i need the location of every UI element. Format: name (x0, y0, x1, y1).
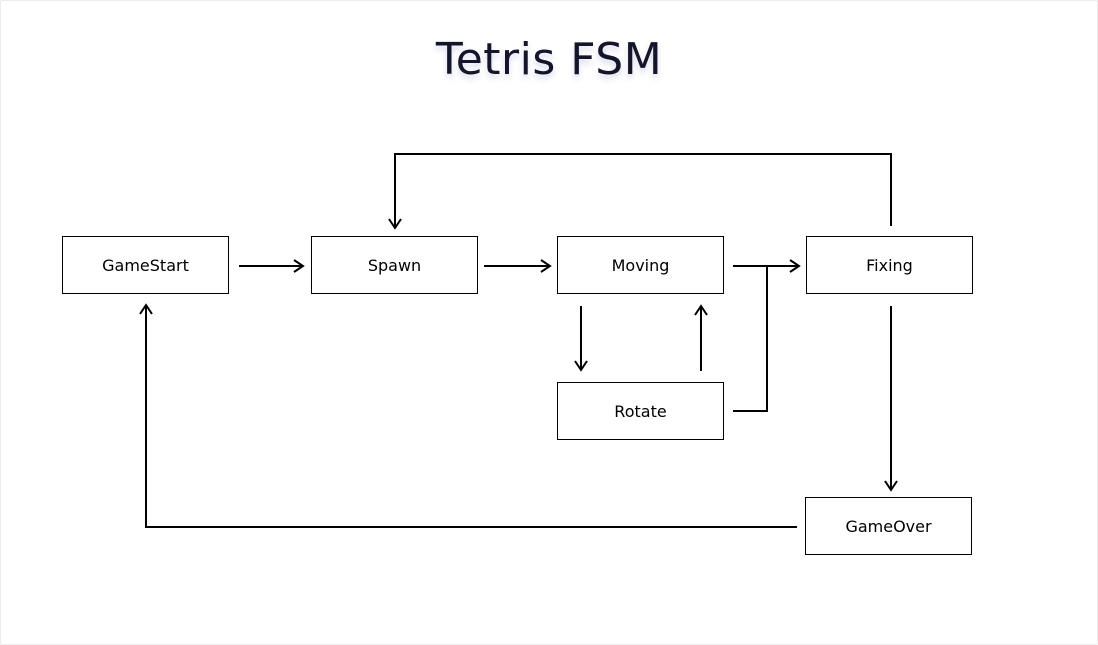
edge-fixing-spawn (388, 153, 892, 230)
state-moving: Moving (557, 236, 724, 294)
state-spawn: Spawn (311, 236, 478, 294)
edge-gameover-gamestart (139, 303, 797, 528)
state-gameover: GameOver (805, 497, 972, 555)
state-fixing: Fixing (806, 236, 973, 294)
edge-rotate-fixing (733, 266, 768, 412)
state-rotate: Rotate (557, 382, 724, 440)
diagram-title: Tetris FSM (435, 34, 663, 85)
state-gamestart: GameStart (62, 236, 229, 294)
